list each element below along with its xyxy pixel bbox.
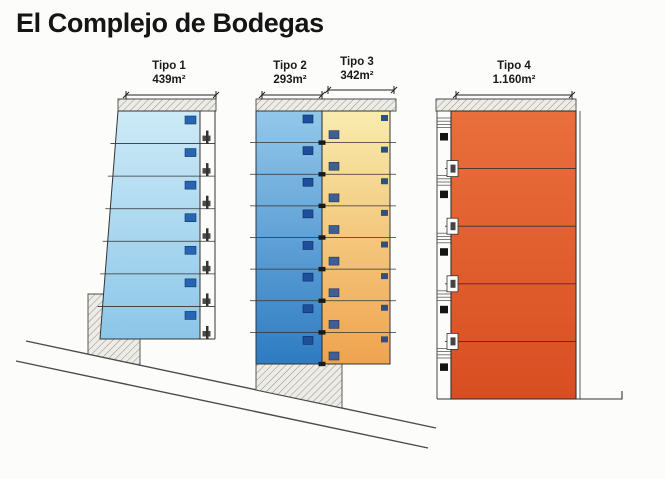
door-marker: [184, 311, 197, 320]
pillar-icon: [318, 266, 326, 272]
door-marker: [440, 363, 448, 371]
door-marker: [440, 190, 448, 199]
block-tipo3-door-markers: [328, 130, 340, 361]
door-marker: [440, 305, 448, 314]
door-marker: [328, 225, 340, 234]
boundary-line-bottom: [437, 391, 623, 400]
block-tipo1-dividers: [97, 143, 215, 307]
entry-icon: [450, 337, 456, 346]
block-tipo4-dividers: [445, 168, 576, 342]
edge-marker: [381, 115, 388, 121]
unit-type-name: Tipo 3: [340, 56, 374, 68]
pillar-icon: [318, 235, 326, 240]
entry-icon: [206, 163, 209, 177]
block-tipo2-door-markers: [302, 114, 314, 345]
entry-icon: [206, 260, 209, 274]
unit-type-name: Tipo 1: [152, 60, 186, 72]
sidewalk-hatch-top-left: [117, 98, 217, 112]
edge-marker: [381, 273, 388, 280]
block-tipo1-entry-icons: [202, 130, 211, 339]
door-marker: [440, 248, 448, 256]
door-marker: [184, 180, 197, 190]
pillar-icon: [318, 361, 326, 367]
sidewalk-hatch-top-middle: [255, 98, 397, 112]
door-marker: [440, 133, 448, 141]
unit-area: 293m²: [273, 74, 307, 87]
unit-type-name: Tipo 4: [497, 60, 531, 72]
edge-marker: [381, 146, 388, 153]
entry-icon: [450, 164, 456, 173]
entry-icon: [206, 195, 209, 209]
entry-icon: [206, 228, 209, 242]
edge-marker: [381, 304, 388, 311]
door-marker: [184, 115, 197, 125]
edge-marker: [381, 241, 388, 248]
edge-marker: [381, 209, 388, 216]
door-marker: [328, 351, 340, 361]
dimension-brackets: [122, 86, 576, 99]
page-title: El Complejo de Bodegas: [16, 8, 324, 38]
block-tipo1: [97, 110, 216, 340]
corridor-door-markers: [440, 133, 448, 371]
sidewalk-hatch-top-right: [435, 98, 577, 112]
ramp-hatch-middle: [255, 363, 343, 409]
block-middle-details: [250, 111, 396, 367]
unit-area: 342m²: [340, 70, 374, 83]
unit-area: 439m²: [152, 74, 186, 87]
service-corridor: [436, 111, 452, 399]
block-tipo4-entry-icons: [446, 160, 459, 350]
door-marker: [302, 146, 314, 155]
unit-label-tipo1: Tipo 1 439m²: [121, 59, 217, 88]
block-tipo1-door-markers: [184, 115, 197, 320]
entry-icon: [206, 326, 209, 339]
door-marker: [302, 272, 314, 282]
door-marker: [302, 304, 314, 314]
unit-label-tipo3: Tipo 3 342m²: [322, 55, 392, 84]
block-tipo3-edge-markers: [381, 115, 388, 343]
door-marker: [184, 245, 197, 255]
door-marker: [328, 256, 340, 266]
dimension-bracket-tipo4: [452, 91, 576, 99]
door-marker: [184, 278, 197, 288]
pillar-icon: [318, 140, 326, 145]
door-marker: [302, 177, 314, 187]
door-marker: [302, 114, 314, 124]
block-middle-pillars: [318, 140, 326, 367]
door-marker: [302, 209, 314, 219]
dimension-bracket-tipo1: [122, 91, 220, 99]
dimension-bracket-tipo2: [258, 91, 326, 99]
unit-area: 1.160m²: [492, 74, 536, 87]
pillar-icon: [318, 203, 326, 209]
entry-icon: [206, 293, 209, 307]
unit-label-tipo2: Tipo 2 293m²: [255, 59, 325, 88]
door-marker: [328, 130, 340, 139]
door-marker: [328, 161, 340, 171]
entry-icon: [206, 130, 209, 144]
door-marker: [184, 213, 197, 223]
pillar-icon: [318, 330, 326, 335]
dimension-bracket-tipo3: [324, 86, 398, 94]
block-tipo4: [445, 110, 581, 400]
door-marker: [184, 148, 197, 157]
door-marker: [328, 193, 340, 203]
unit-label-tipo4: Tipo 4 1.160m²: [455, 59, 573, 88]
edge-marker: [381, 336, 388, 343]
edge-marker: [381, 178, 388, 185]
entry-icon: [450, 279, 456, 288]
door-marker: [328, 288, 340, 298]
pillar-icon: [318, 298, 326, 303]
unit-type-name: Tipo 2: [273, 60, 307, 72]
door-marker: [302, 336, 314, 345]
entry-icon: [450, 222, 456, 231]
door-marker: [302, 241, 314, 250]
corridor-ladder-marks: [437, 117, 451, 359]
pillar-icon: [318, 172, 326, 177]
door-marker: [328, 320, 340, 329]
